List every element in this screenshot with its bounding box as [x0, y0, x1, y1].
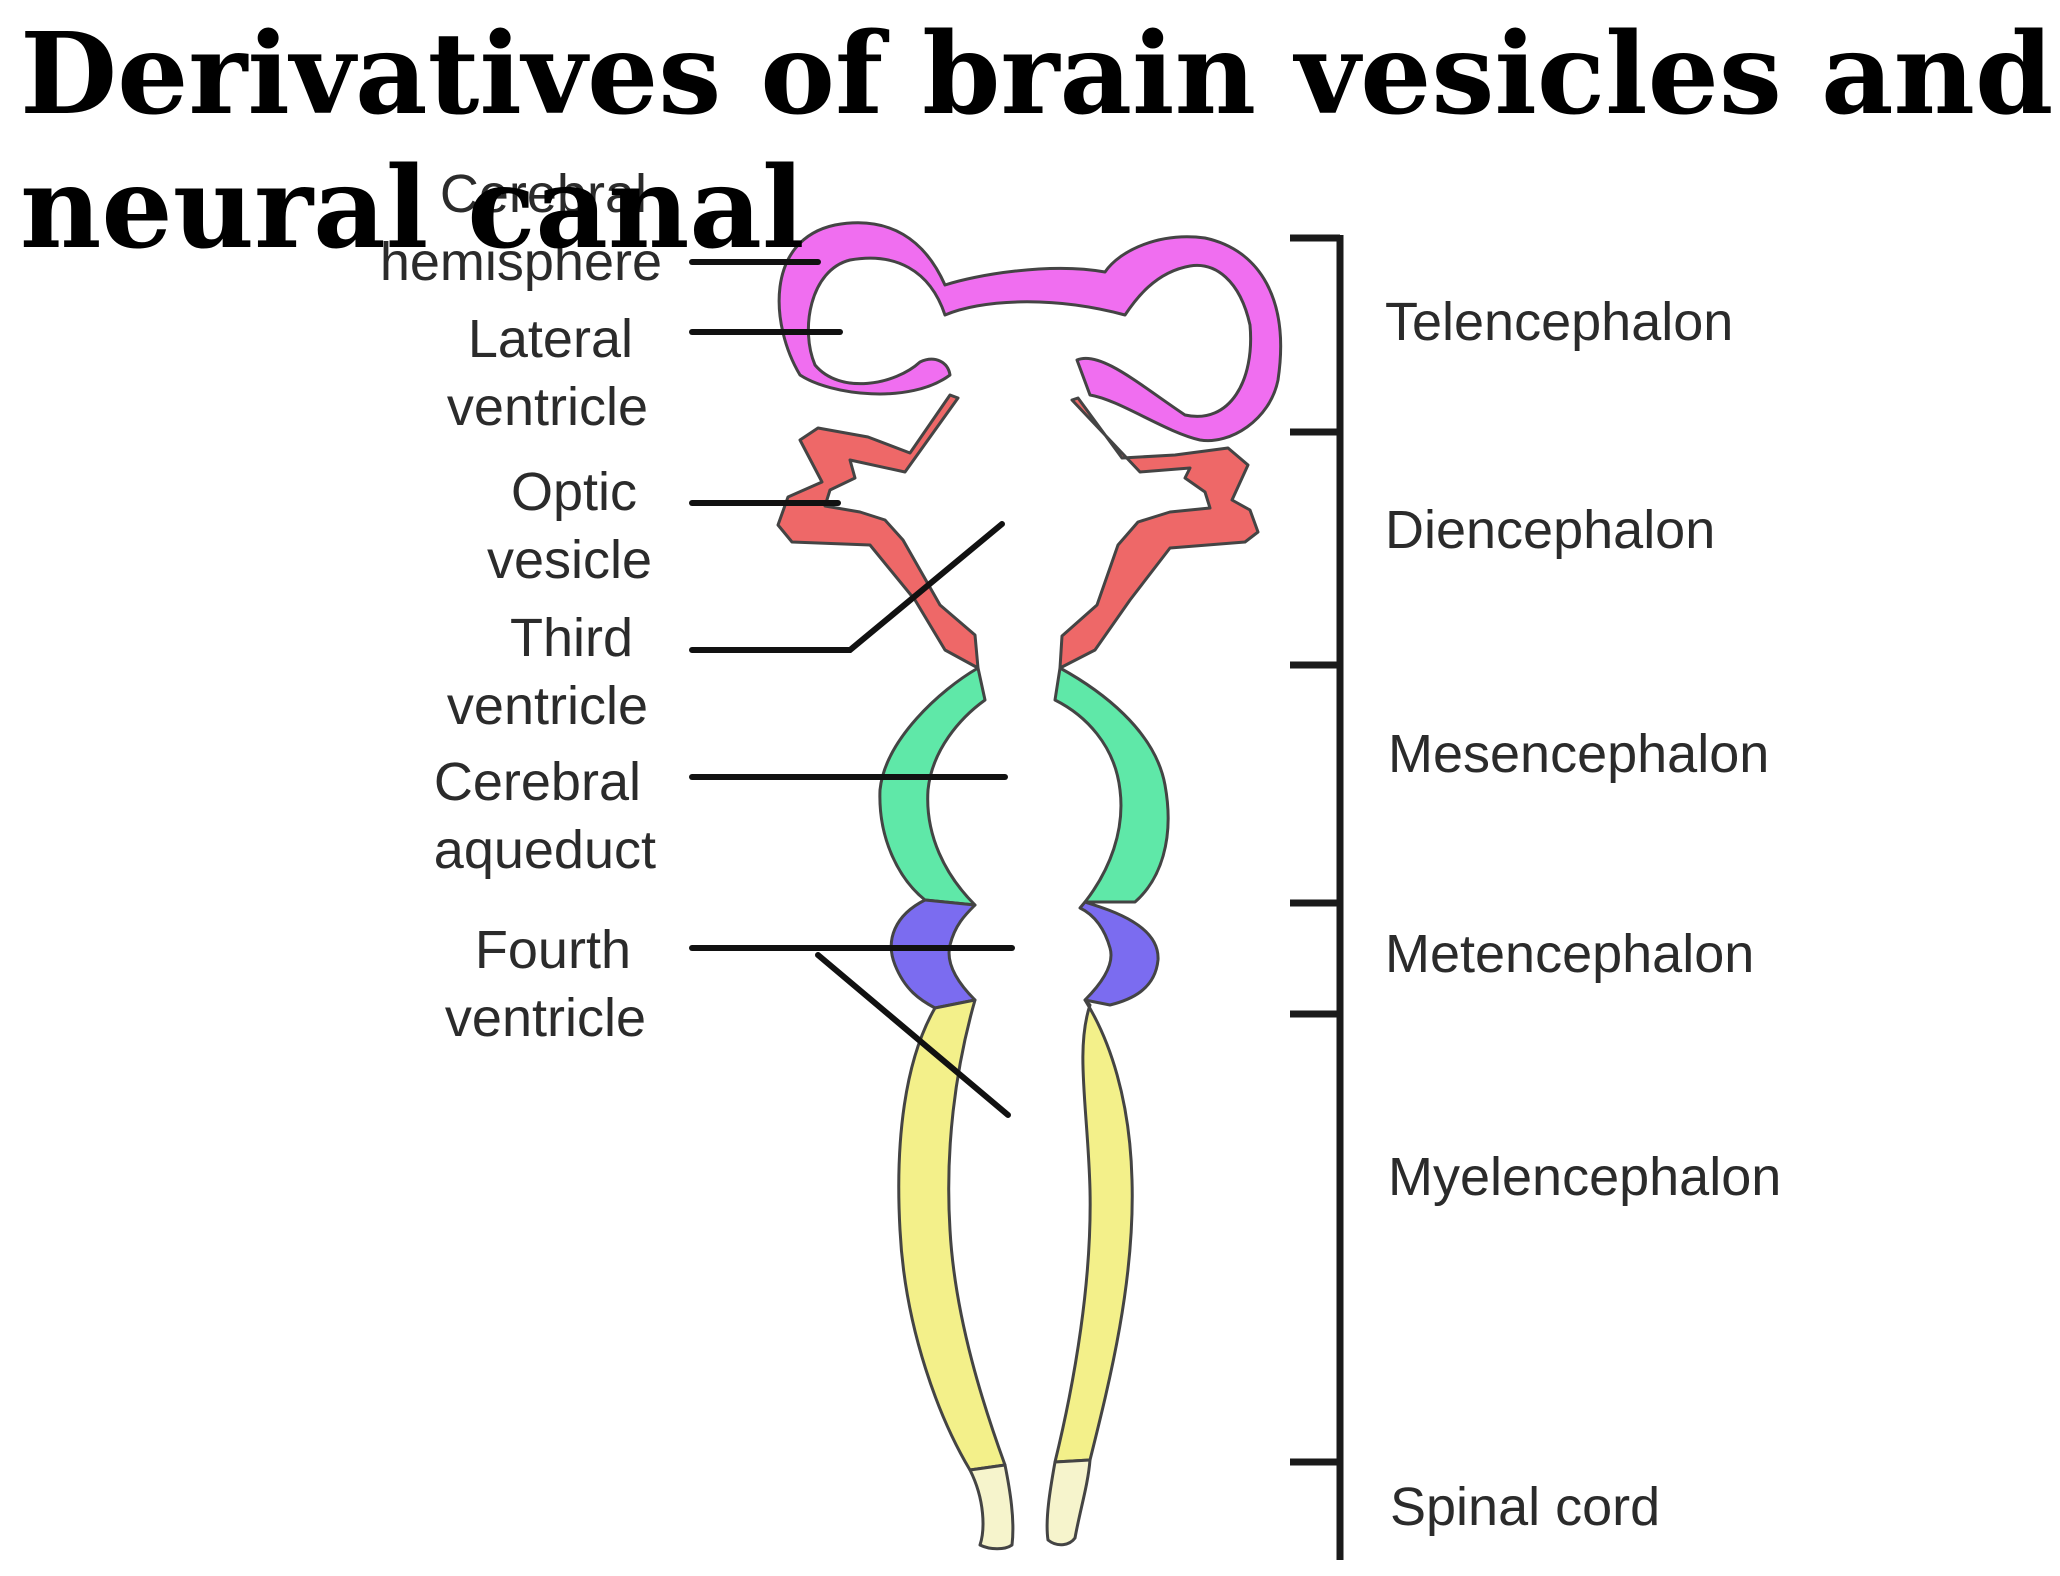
mesencephalon-left-wall	[878, 666, 987, 907]
label-fourth-ventricle: Fourth ventricle	[445, 920, 646, 1048]
neural-tube	[776, 221, 1283, 1551]
telencephalon-wall	[777, 221, 1283, 443]
label-telencephalon: Telencephalon	[1385, 292, 1733, 352]
label-third-ventricle: Third ventricle	[447, 608, 648, 736]
leader-third-ventricle	[689, 521, 1005, 653]
page-title: Derivatives of brain vesicles and neural…	[20, 9, 2054, 274]
division-bracket	[1290, 234, 1344, 1560]
spinal-cord-left-wall	[968, 1463, 1015, 1551]
left-labels: Cerebral hemisphere Lateral ventricle Op…	[380, 164, 662, 1048]
label-mesencephalon: Mesencephalon	[1388, 724, 1769, 784]
label-metencephalon: Metencephalon	[1385, 924, 1754, 984]
label-spinal-cord: Spinal cord	[1390, 1477, 1660, 1537]
right-labels: Telencephalon Diencephalon Mesencephalon…	[1385, 292, 1781, 1537]
label-diencephalon: Diencephalon	[1385, 500, 1715, 560]
metencephalon-right-wall	[1078, 900, 1160, 1007]
leader-lines	[689, 259, 1015, 1118]
mesencephalon-right-wall	[1053, 666, 1170, 904]
label-cerebral-hemisphere: Cerebral hemisphere	[380, 164, 662, 292]
label-optic-vesicle: Optic vesicle	[487, 462, 652, 590]
label-myelencephalon: Myelencephalon	[1388, 1147, 1781, 1207]
metencephalon-left-wall	[889, 898, 977, 1010]
diencephalon-right-wall	[1058, 396, 1260, 670]
spinal-cord-right-wall	[1045, 1458, 1092, 1547]
myelencephalon-right-wall	[1053, 998, 1134, 1464]
label-cerebral-aqueduct: Cerebral aqueduct	[434, 752, 656, 880]
label-lateral-ventricle: Lateral ventricle	[447, 309, 648, 437]
leader-fourth-ventricle-diagonal	[815, 952, 1011, 1118]
